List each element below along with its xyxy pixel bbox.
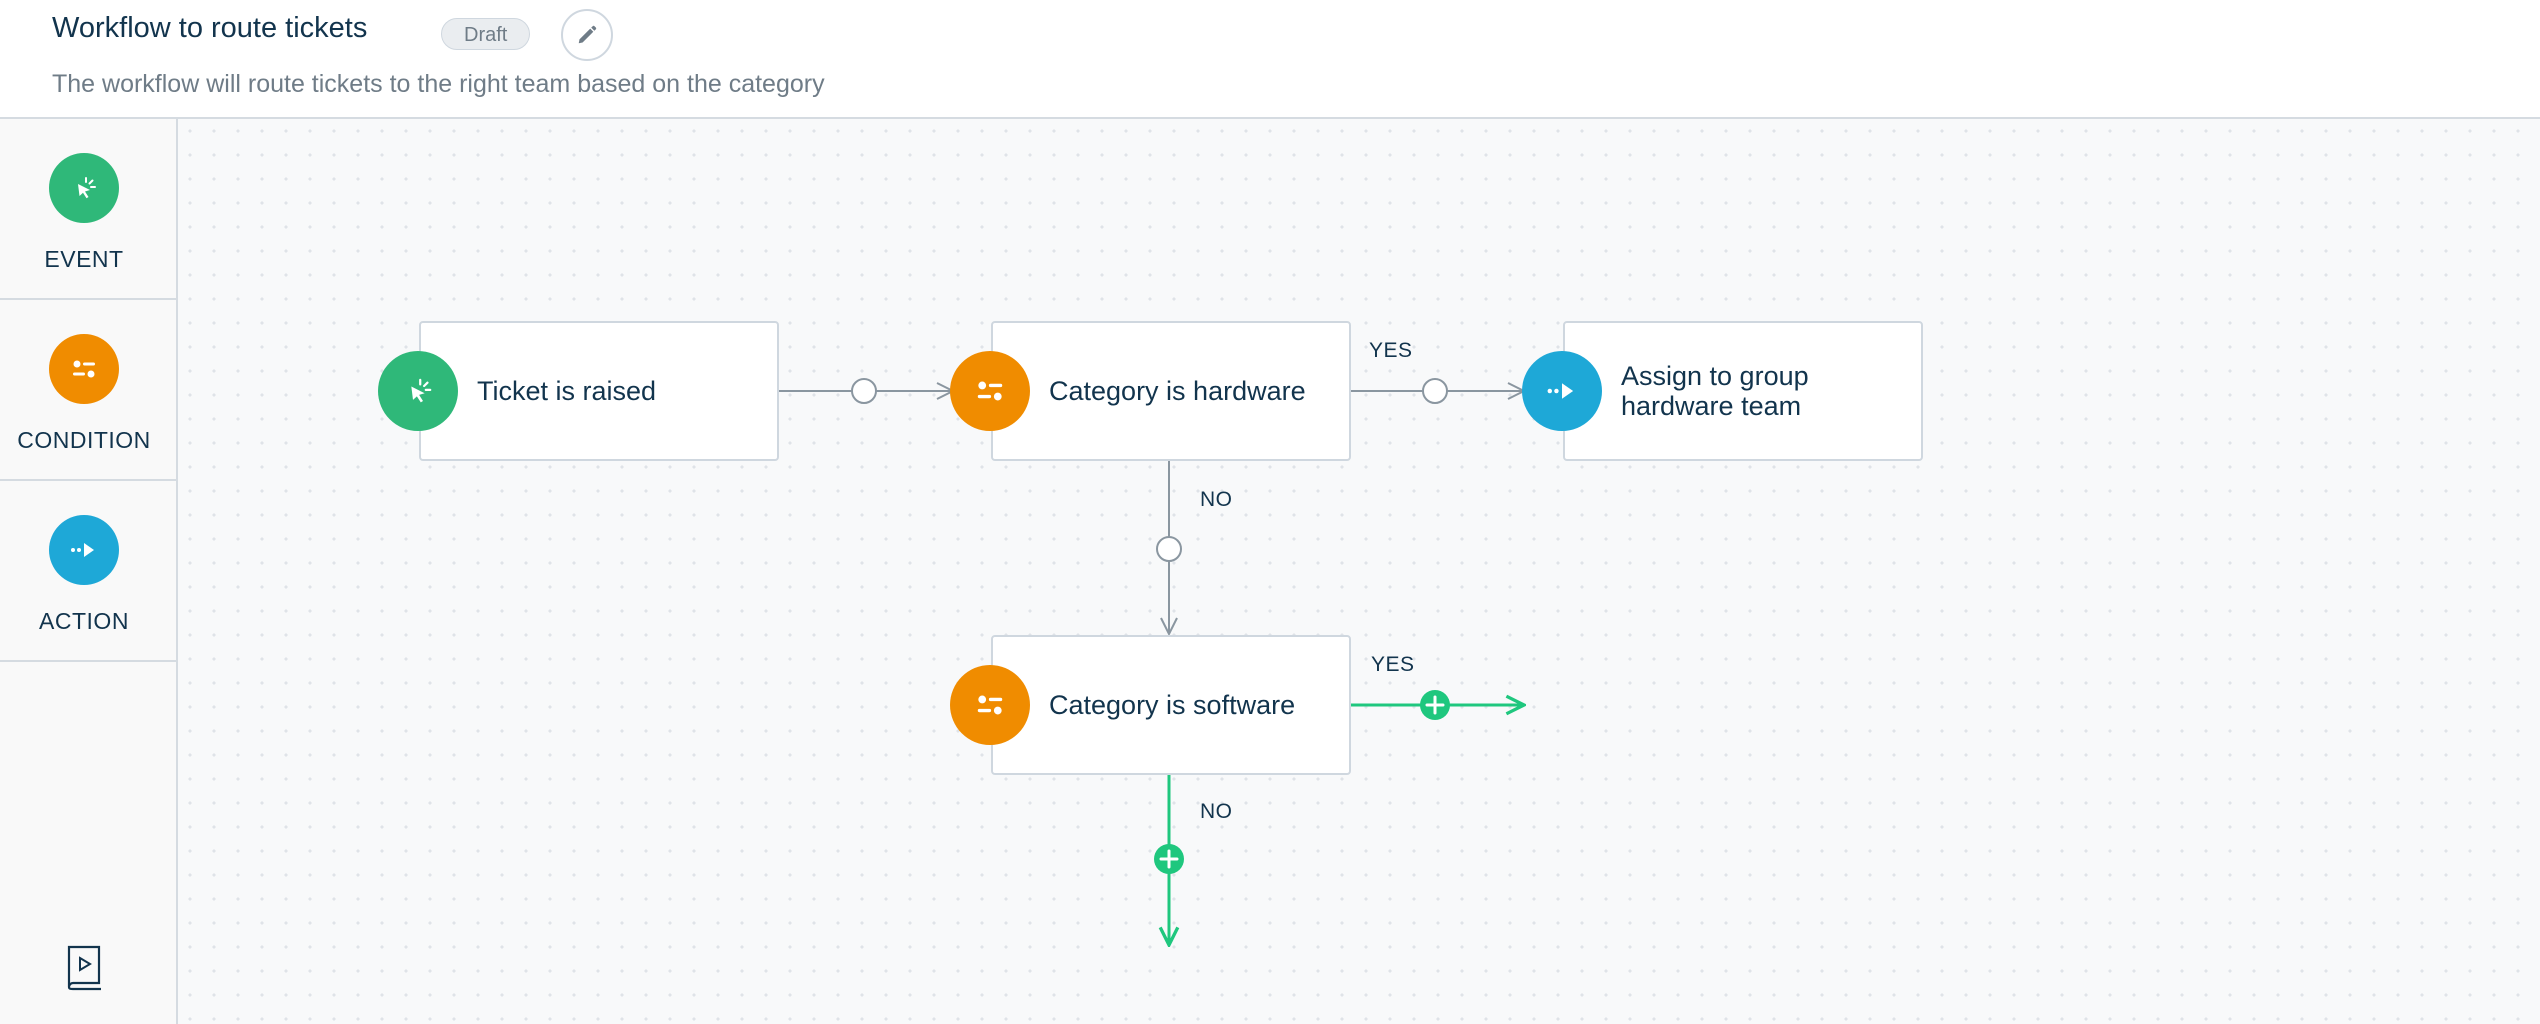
guide-button[interactable] [62,941,108,993]
node-label: Assign to group hardware team [1621,361,1809,421]
edit-workflow-button[interactable] [561,9,613,61]
palette-item-event[interactable]: EVENT [0,119,176,300]
workflow-canvas[interactable]: YES NO YES NO Ticket is raised Category … [178,119,2540,1024]
node-label: Category is hardware [1049,376,1306,406]
edge-label-hardware-yes: YES [1369,339,1413,362]
workflow-description: The workflow will route tickets to the r… [52,70,825,98]
connector-handle[interactable] [1156,536,1182,562]
palette-label-condition: CONDITION [17,427,151,453]
cursor-click-icon [378,351,458,431]
play-guide-icon [67,945,101,991]
palette-label-event: EVENT [44,246,124,272]
sliders-icon [950,665,1030,745]
workflow-header: Workflow to route tickets Draft The work… [0,0,2540,119]
palette-item-condition[interactable]: CONDITION [0,300,176,481]
add-step-button[interactable] [1420,690,1450,720]
arrow-right-icon [1522,351,1602,431]
workflow-title: Workflow to route tickets [52,12,368,44]
node-condition-software[interactable]: Category is software [991,635,1351,775]
edge-label-software-yes: YES [1371,653,1415,676]
edge-label-hardware-no: NO [1200,488,1233,511]
node-event-ticket-raised[interactable]: Ticket is raised [419,321,779,461]
edge-label-software-no: NO [1200,800,1233,823]
node-label: Ticket is raised [477,376,657,406]
palette-item-action[interactable]: ACTION [0,481,176,662]
node-palette: EVENT CONDITION ACTION [0,119,178,1024]
arrow-right-icon [49,515,119,585]
add-step-button[interactable] [1154,844,1184,874]
connectors [779,378,2540,1024]
status-badge: Draft [441,18,531,50]
node-condition-hardware[interactable]: Category is hardware [991,321,1351,461]
cursor-click-icon [49,153,119,223]
connector-handle[interactable] [1422,378,1448,404]
node-action-assign-group[interactable]: Assign to group hardware team [1563,321,1923,461]
sliders-icon [950,351,1030,431]
sliders-icon [49,334,119,404]
node-label: Category is software [1049,690,1296,720]
pencil-icon [578,25,597,44]
palette-label-action: ACTION [39,608,129,634]
connector-handle[interactable] [851,378,877,404]
